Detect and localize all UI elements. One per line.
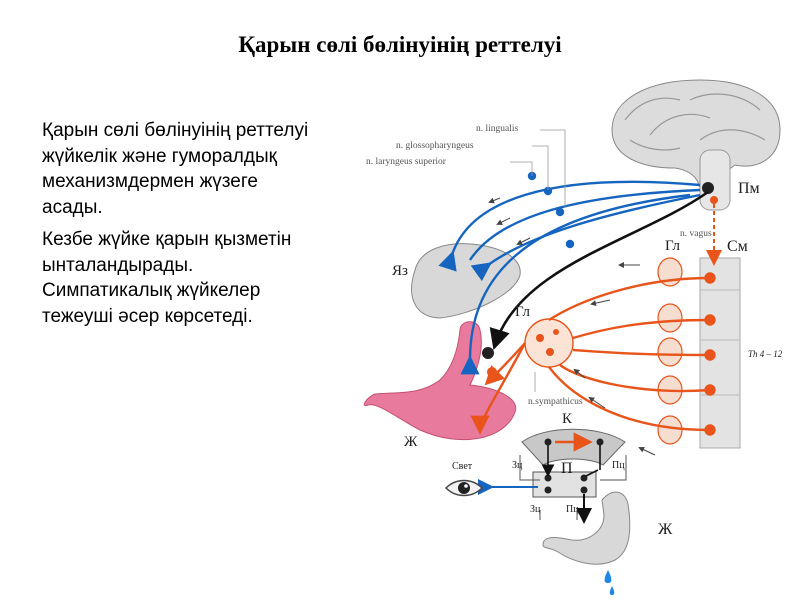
label-yaz: Яз <box>392 263 408 279</box>
label-k: К <box>562 411 573 427</box>
label-laryngeus: n. laryngeus superior <box>366 157 447 167</box>
afferent-pathways <box>438 171 701 375</box>
label-zts-left: Зц <box>512 460 523 471</box>
paragraph-2: Кезбе жүйке қарын қызметін ынталандырады… <box>42 229 292 327</box>
sympathetic-chain <box>657 257 683 445</box>
direction-arrows <box>488 197 656 456</box>
label-zts-bottom: Зц <box>530 504 541 515</box>
stomach-nerve-ending <box>482 347 497 377</box>
label-svet: Свет <box>452 461 473 472</box>
paragraph-1: Қарын сөлі бөлінуінің реттелуі жүйкелік … <box>42 120 309 218</box>
brain <box>611 79 781 211</box>
label-sympathicus: n.sympathicus <box>528 397 583 407</box>
page-title: Қарын сөлі бөлінуінің реттелуі <box>238 32 562 57</box>
celiac-ganglion <box>524 318 574 368</box>
label-zh-bottom: Ж <box>658 521 673 538</box>
eye-icon <box>445 479 483 497</box>
label-gl-top: Гл <box>665 238 681 254</box>
label-pm: Пм <box>738 180 760 197</box>
stomach-small <box>542 491 631 565</box>
label-gl-ganglion: Гл <box>515 304 531 320</box>
vagus-nerve <box>489 190 709 350</box>
label-glossopharyngeus: n. glossopharyngeus <box>396 141 474 151</box>
label-vagus: n. vagus <box>680 229 712 239</box>
nerve-leaders <box>510 129 566 392</box>
sympathetic-fibres <box>470 272 716 436</box>
label-pts-right: Пц <box>612 460 625 471</box>
conditioned-reflex-scheme <box>478 428 631 595</box>
label-zh-stomach: Ж <box>404 434 418 450</box>
label-th: Th 4 – 12 <box>748 349 783 359</box>
label-sm: См <box>727 238 748 255</box>
label-p: П <box>561 460 573 477</box>
stomach <box>363 321 517 441</box>
text-block: Қарын сөлі бөлінуінің реттелуі жүйкелік … <box>42 118 322 336</box>
label-pts-bottom: Пц <box>566 504 579 515</box>
label-lingualis: n. lingualis <box>476 124 519 134</box>
drops <box>604 570 615 595</box>
